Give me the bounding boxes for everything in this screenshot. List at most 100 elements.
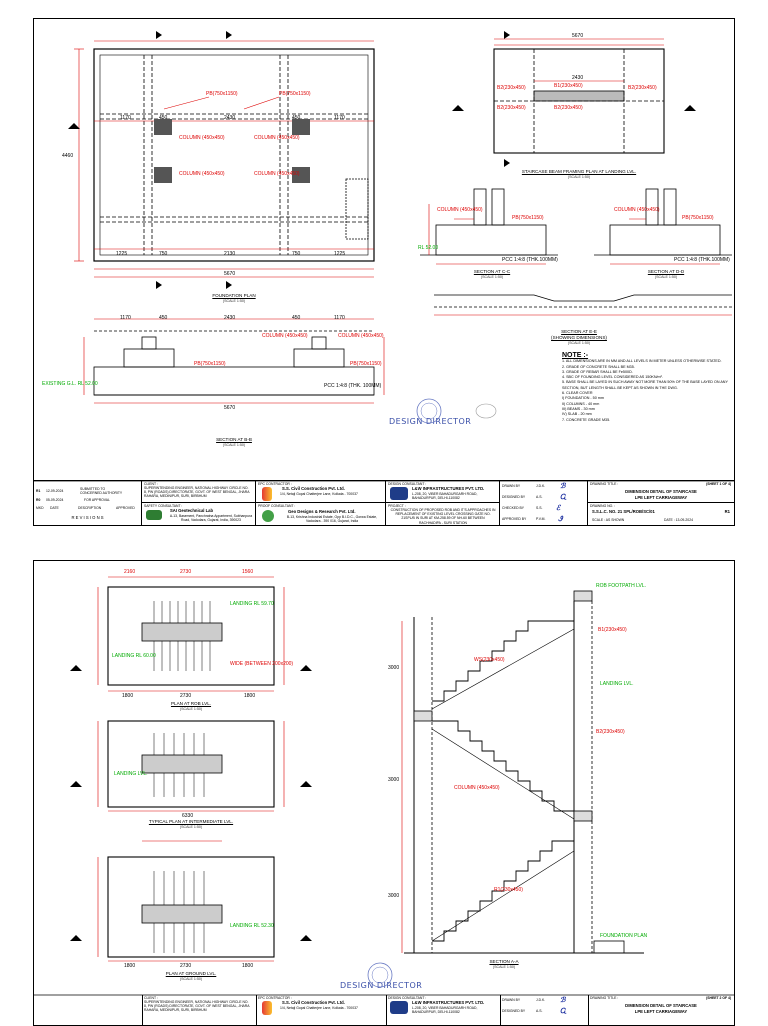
signature-5-icon: ℬ (560, 995, 566, 1004)
plan-rob-scale: (SCALE 1:50) (179, 707, 203, 711)
note-item: 1. ALL DIMENSIONS ARE IN MM AND ALL LEVE… (562, 359, 722, 364)
fr-dim-2: 2430 (572, 75, 584, 81)
section-aa-scale: (SCALE 1:50) (492, 965, 516, 969)
rev-header-date: DATE (50, 506, 59, 510)
aa-label-foundation: FOUNDATION PLAN (600, 933, 648, 939)
role-drawn-value: J.D.K. (536, 484, 546, 488)
role-approved-label: APPROVED BY (502, 517, 527, 521)
proof-addr: B-13, Krishna Industrial Estate, Opp B.I… (286, 515, 378, 524)
rev-row-2-no: R0 (36, 498, 41, 502)
scale-text: SCALE : AS SHOWN (592, 518, 625, 522)
rob-dim-5: 2730 (180, 693, 192, 699)
design-name: L&W INFRASTRUCTURES PVT. LTD. (412, 486, 485, 491)
safety-name: SAI Geotechnical Lab (170, 508, 214, 513)
bb-dim-4: 450 (292, 315, 301, 321)
client-text-2: SUPERINTENDING ENGINEER, NATIONAL HIGHWA… (144, 1000, 250, 1013)
bb-dim-1: 1170 (120, 315, 131, 321)
fr-dim-total: 5670 (572, 33, 584, 39)
aa-dim-2: 3000 (388, 777, 400, 783)
drawing-title-label: DRAWING TITLE : (590, 482, 619, 486)
rob-dim-4: 1800 (122, 693, 134, 699)
section-dd-title: SECTION AT D-D (647, 269, 685, 274)
int-dim: 6330 (182, 813, 194, 819)
date-text: DATE : 13-09-2024 (664, 518, 693, 522)
proof-label: PROOF CONSULTANT : (258, 504, 296, 508)
note-item: II) COLUMNS - 40 mm (562, 401, 600, 406)
section-aa-title: SECTION A-A (489, 959, 519, 964)
fp-dim-top-2: 450 (159, 115, 168, 121)
safety-logo-icon (146, 510, 162, 520)
safety-addr: A-13, Basement, Panchratna Appartment, S… (169, 514, 253, 523)
project-cell: PROJECT : CONSTRUCTION OF PROPOSED ROB A… (386, 503, 500, 525)
rob-landing-2: LANDING RL 59.70 (230, 601, 274, 607)
plan-ground-scale: (SCALE 1:50) (179, 977, 203, 981)
role-drawn-label-2: DRAWN BY (502, 998, 521, 1002)
bb-level: EXISTING G.L. RL 52.00 (42, 381, 98, 387)
note-item: 5. BASE SHALL BE LAYED IN SUCH AWAY NOT … (562, 380, 728, 390)
proof-logo-icon (262, 510, 274, 522)
client-text: SUPERINTENDING ENGINEER, NATIONAL HIGHWA… (144, 486, 250, 499)
role-designed-value: A.S. (536, 495, 543, 499)
aa-dim-1: 3000 (388, 665, 400, 671)
proof-consultant-cell: PROOF CONSULTANT : Geo Designs & Researc… (256, 503, 386, 525)
section-cc-title: SECTION AT C-C (473, 269, 511, 274)
rev-row-1-no: R1 (36, 489, 41, 493)
cc-label-pb: PB(750x1150) (512, 215, 544, 221)
aa-label-b1: B1(230x450) (598, 627, 627, 633)
gnd-dim-1: 1800 (124, 963, 136, 969)
role-drawn-value-2: J.D.K. (536, 998, 546, 1002)
drawing-number-cell: DRAWING NO. : S.S.L.C. NO. 21 SPL/ROB/SC… (588, 503, 734, 525)
roles-cell: DRAWN BY J.D.K. DESIGNED BY A.S. CHECKED… (500, 481, 588, 525)
fr-label-b2-4: B2(230x450) (554, 105, 583, 111)
signature-2-icon: Ꮹ (560, 492, 567, 501)
rob-dim-6: 1800 (244, 693, 256, 699)
rob-dim-3: 1560 (242, 569, 254, 575)
section-ee-scale: (SCALE 1:50) (567, 341, 591, 345)
fp-dim-bot-1: 1225 (116, 251, 128, 257)
role-checked-label: CHECKED BY (502, 506, 525, 510)
rob-dim-2: 2730 (180, 569, 192, 575)
notes-heading: NOTE :- (562, 352, 589, 359)
framing-plan-title: STAIRCASE BEAM FRAMING PLAN AT LANDING L… (521, 169, 637, 174)
client-label-2: CLIENT : (144, 996, 158, 1000)
client-label: CLIENT : (144, 482, 158, 486)
design-director-stamp-2: DESIGN DIRECTOR (340, 981, 423, 990)
role-approved-value: P.V.M. (536, 517, 546, 521)
drawing-sheet-2: 2160 2730 1560 1800 2730 1800 LANDING RL… (33, 560, 735, 1026)
epc-logo-icon-2 (262, 1001, 272, 1015)
rob-label-wide: WIDE (BETWEEN 200x200) (230, 661, 294, 667)
revisions-table: R1 12-09-2024 SUBMITTED TO CONCERNED AUT… (34, 481, 142, 525)
dd-label-pb: PB(750x1150) (682, 215, 714, 221)
sheet-number: (SHEET 1 OF 4) (706, 482, 731, 486)
plan-int-scale: (SCALE 1:50) (179, 825, 203, 829)
fp-dim-height: 4460 (62, 153, 74, 159)
section-cc-scale: (SCALE 1:50) (480, 275, 504, 279)
title-block-2: CLIENT : SUPERINTENDING ENGINEER, NATION… (34, 995, 734, 1025)
bb-dim-3: 2430 (224, 315, 236, 321)
drawing-title-cell: DRAWING TITLE : (SHEET 1 OF 4) DIMENSION… (588, 481, 734, 503)
epc-cell: EPC CONTRACTOR : S.S. Civil Construction… (256, 481, 386, 503)
fp-dim-top-4: 450 (292, 115, 301, 121)
rob-landing-1: LANDING RL 60.00 (112, 653, 156, 659)
note-item: 7. CONCRETE GRADE M35. (562, 417, 611, 422)
epc-name: S.S. Civil Construction Pvt. Ltd. (282, 486, 345, 491)
note-item: IV) SLAB - 20 mm (562, 412, 592, 417)
aa-label-r1: R1(230x450) (494, 887, 523, 893)
note-item: 6. CLEAR COVER (562, 391, 593, 396)
drawing-sheet-1: PB(750x1150) PB(750x1150) COLUMN (450x45… (33, 18, 735, 526)
fp-label-pb-2: PB(750x1150) (279, 91, 311, 97)
fp-dim-top-3: 2430 (224, 115, 236, 121)
design-name-2: L&W INFRASTRUCTURES PVT. LTD. (412, 1000, 485, 1005)
bb-label-pcc: PCC 1:4:8 (THK. 100MM) (324, 383, 382, 389)
drawing-no-label: DRAWING NO. : (590, 504, 616, 508)
cc-label-col: COLUMN (450x450) (437, 207, 483, 213)
gnd-dim-3: 1800 (242, 963, 254, 969)
proof-name: Geo Designs & Research Pvt. Ltd. (288, 509, 356, 514)
project-text: CONSTRUCTION OF PROPOSED ROB AND IT'S AP… (390, 508, 496, 525)
bb-label-pb-1: PB(750x1150) (194, 361, 226, 367)
epc-label: EPC CONTRACTOR : (258, 482, 292, 486)
bb-label-col-2: COLUMN (450x450) (338, 333, 384, 339)
drawing-number: S.S.L.C. NO. 21 SPL/ROB/SC/01 (592, 509, 655, 514)
bb-dim-total: 5670 (224, 405, 236, 411)
fr-label-b2-2: B2(230x450) (628, 85, 657, 91)
